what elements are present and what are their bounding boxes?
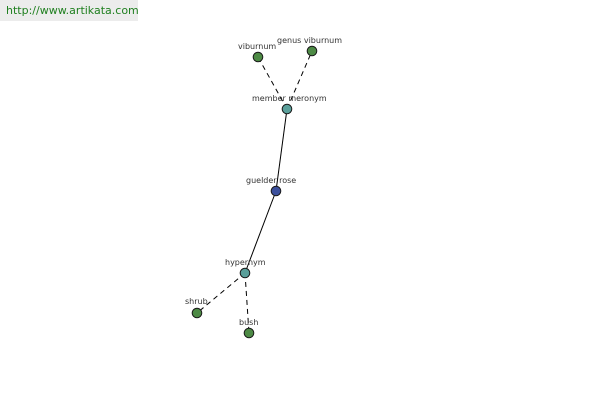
node-guelder-rose[interactable] (270, 185, 282, 197)
nodes-layer (191, 45, 318, 339)
edge-guelder-rose-to-hypernym (244, 190, 277, 274)
node-label-bush: bush (239, 318, 258, 327)
node-label-shrub: shrub (185, 297, 208, 306)
node-label-guelder-rose: guelder rose (246, 176, 296, 185)
node-bush[interactable] (243, 327, 255, 339)
edge-member-meronym-to-genus-viburnum (286, 50, 313, 110)
node-hypernym[interactable] (239, 267, 251, 279)
node-label-viburnum: viburnum (238, 42, 276, 51)
edge-hypernym-to-bush (244, 272, 250, 334)
edge-guelder-rose-to-member-meronym (275, 108, 288, 192)
node-label-genus-viburnum: genus viburnum (277, 36, 342, 45)
watermark-url: http://www.artikata.com (0, 0, 139, 21)
edge-member-meronym-to-viburnum (257, 56, 288, 110)
labels-layer: guelder rose member meronym hypernym viburn… (185, 36, 342, 327)
edges-layer (196, 50, 313, 334)
node-member-meronym[interactable] (281, 103, 293, 115)
node-viburnum[interactable] (252, 51, 264, 63)
node-genus-viburnum[interactable] (306, 45, 318, 57)
edge-hypernym-to-shrub (196, 272, 246, 314)
node-label-hypernym: hypernym (225, 258, 266, 267)
node-shrub[interactable] (191, 307, 203, 319)
node-label-member-meronym: member meronym (252, 94, 327, 103)
